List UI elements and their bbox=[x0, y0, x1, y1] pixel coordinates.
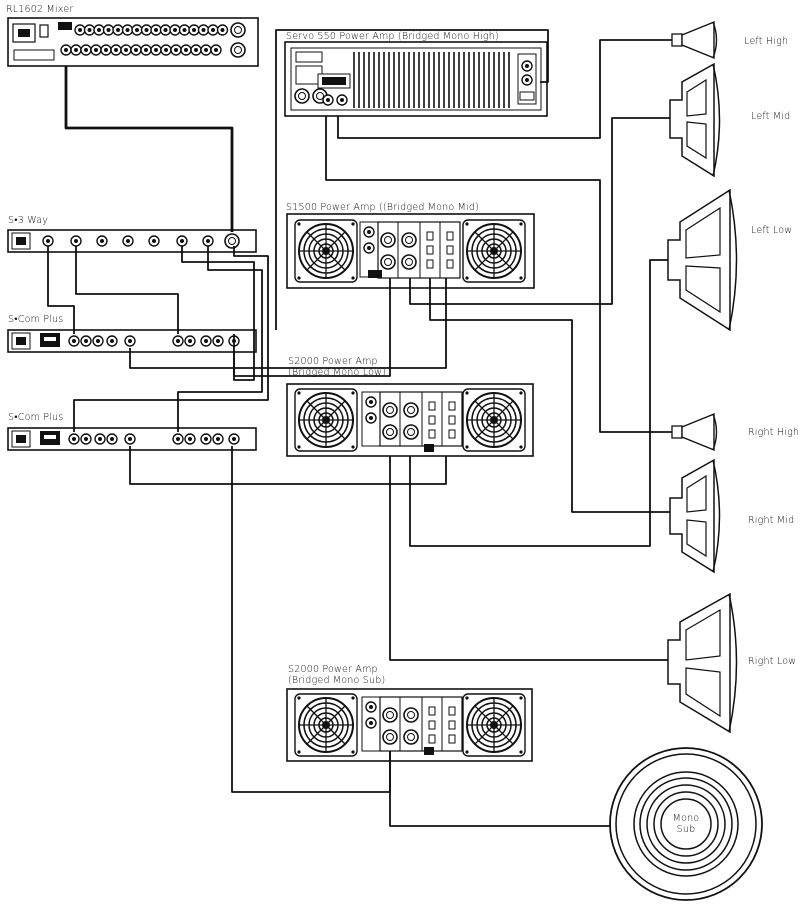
compressor-1-label: S•Com Plus bbox=[8, 314, 64, 325]
left-mid-speaker bbox=[669, 62, 721, 178]
amp-low-label-line1: S2000 Power Amp bbox=[288, 356, 378, 367]
amp-mid-unit bbox=[286, 213, 535, 289]
crossover-unit bbox=[7, 229, 257, 253]
right-mid-speaker bbox=[669, 458, 721, 574]
right-low-speaker bbox=[667, 592, 738, 734]
compressor-2-unit bbox=[7, 427, 257, 451]
wire-mixer-to-crossover bbox=[64, 66, 234, 232]
amp-low-label-line2: (Bridged Mono Low) bbox=[288, 367, 386, 378]
left-low-label: Left Low bbox=[751, 225, 793, 236]
mixer-unit bbox=[7, 17, 259, 67]
left-high-label: Left High bbox=[744, 36, 789, 47]
mono-sub-label-line2: Sub bbox=[676, 824, 696, 835]
compressor-1-unit bbox=[7, 329, 257, 353]
crossover-label: S•3 Way bbox=[8, 215, 49, 226]
left-low-speaker bbox=[667, 188, 738, 332]
amp-sub-label-line1: S2000 Power Amp bbox=[288, 664, 378, 675]
amp-sub-unit bbox=[286, 688, 533, 762]
right-mid-label: Right Mid bbox=[748, 515, 795, 526]
mono-sub-label-line1: Mono bbox=[672, 813, 700, 824]
compressor-2-label: S•Com Plus bbox=[8, 412, 64, 423]
amp-high-label: Servo 550 Power Amp (Bridged Mono High) bbox=[286, 31, 499, 42]
right-low-label: Right Low bbox=[748, 656, 797, 667]
wire-xover-to-comp1 bbox=[47, 246, 75, 334]
amp-low-unit bbox=[286, 383, 534, 457]
amp-sub-label-line2: (Bridged Mono Sub) bbox=[288, 675, 386, 686]
right-high-label: Right High bbox=[748, 427, 800, 438]
mono-sub-speaker bbox=[609, 747, 763, 901]
left-mid-label: Left Mid bbox=[751, 111, 791, 122]
left-high-horn bbox=[671, 21, 718, 59]
amp-mid-label: S1500 Power Amp ((Bridged Mono Mid) bbox=[286, 202, 480, 213]
right-high-horn bbox=[671, 413, 718, 451]
amp-high-unit bbox=[284, 41, 548, 117]
mixer-label: RL1602 Mixer bbox=[6, 4, 74, 15]
